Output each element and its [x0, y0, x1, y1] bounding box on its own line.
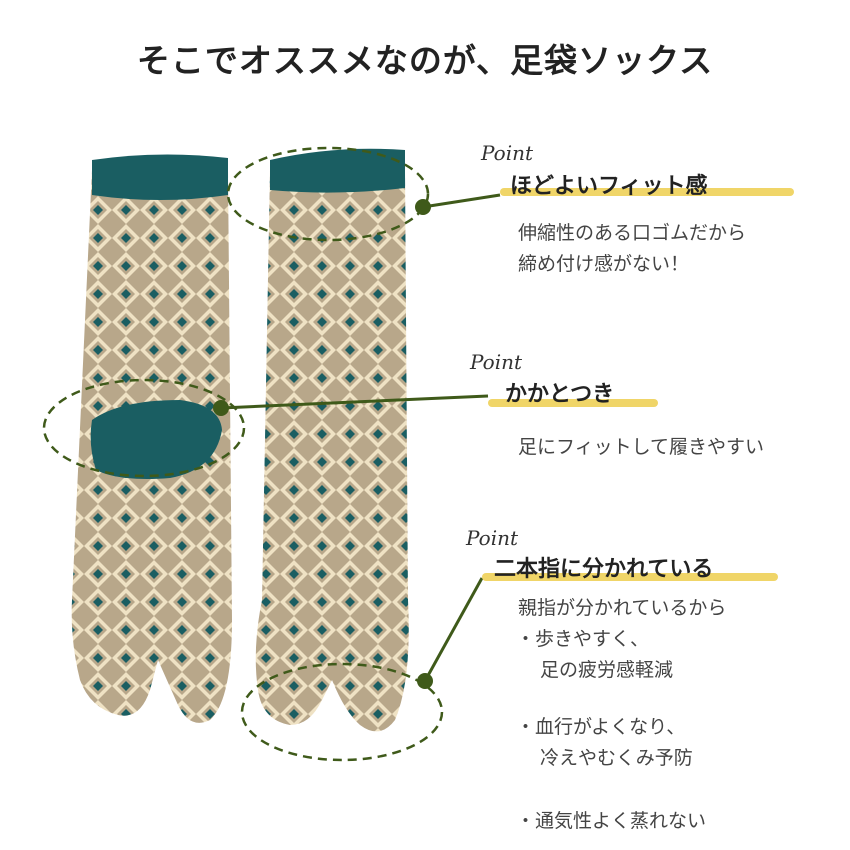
point-desc-1: 伸縮性のある口ゴムだから 締め付け感がない！ [518, 218, 746, 280]
connector-line-2 [220, 394, 489, 410]
page-title: そこでオススメなのが、足袋ソックス [136, 41, 714, 80]
connector-line-3 [423, 577, 484, 682]
bullet-line: 通気性よく蒸れない [535, 810, 707, 832]
desc-line: 親指が分かれているから [518, 597, 727, 619]
point-desc-3: 親指が分かれているから [518, 593, 726, 624]
left-sock [71, 154, 233, 723]
bullet-line: 歩きやすく、 [535, 628, 650, 650]
connector-dot-3 [417, 673, 433, 689]
point-heading-1: ほどよいフィット感 [510, 174, 708, 199]
right-sock [255, 148, 409, 732]
point-tag-1: Point [481, 141, 534, 165]
connector-dot-2 [213, 400, 229, 416]
bullet-item-1: ・歩きやすく、 足の疲労感軽減 [516, 624, 673, 686]
bullet-line: 冷えやむくみ予防 [540, 747, 693, 769]
connector-dot-1 [415, 199, 431, 215]
point-tag-2: Point [470, 350, 523, 374]
point-heading-3: 二本指に分かれている [494, 557, 714, 582]
desc-line: 伸縮性のある口ゴムだから [518, 222, 747, 244]
heading-underline-3 [482, 573, 778, 581]
point-heading-2: かかとつき [505, 382, 615, 407]
bullet-mark: ・ [516, 628, 536, 650]
bullet-item-2: ・血行がよくなり、 冷えやむくみ予防 [516, 712, 693, 774]
bullet-line: 足の疲労感軽減 [540, 659, 674, 681]
desc-line: 足にフィットして履きやすい [518, 436, 765, 458]
connector-line-1 [422, 193, 501, 209]
heel-highlight-ellipse [42, 378, 246, 478]
toe-highlight-ellipse [240, 662, 444, 762]
desc-line: 締め付け感がない！ [518, 253, 690, 275]
point-tag-3: Point [466, 526, 519, 550]
bullet-mark: ・ [516, 716, 536, 738]
cuff-highlight-ellipse [226, 146, 430, 242]
heading-underline-1 [500, 188, 794, 196]
bullet-item-3: ・通気性よく蒸れない [516, 806, 706, 837]
heading-underline-2 [488, 399, 658, 407]
point-desc-2: 足にフィットして履きやすい [518, 432, 764, 463]
bullet-line: 血行がよくなり、 [535, 716, 686, 738]
bullet-mark: ・ [516, 810, 536, 832]
